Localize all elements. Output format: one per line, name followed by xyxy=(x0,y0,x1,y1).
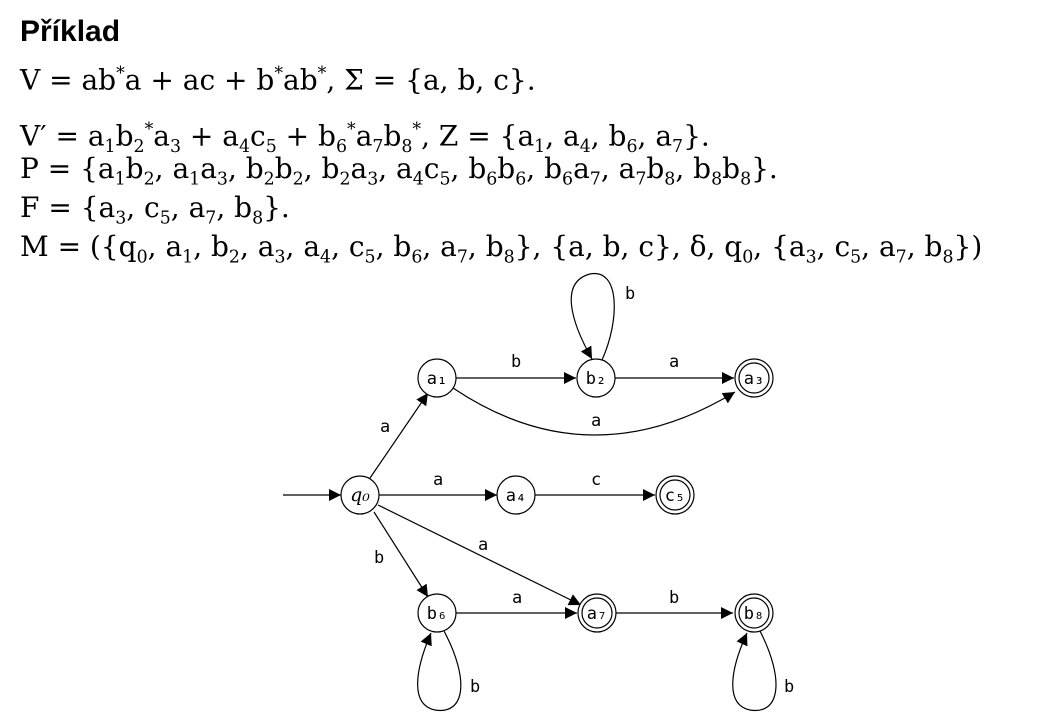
edge-label-b8-b8: b xyxy=(784,677,794,697)
state-b2: b₂ xyxy=(576,358,616,398)
state-b6: b₆ xyxy=(417,593,457,633)
state-a1: a₁ xyxy=(417,358,457,398)
edge-label-a1-a3: a xyxy=(591,411,601,431)
edge-label-q0-a7: a xyxy=(478,535,488,555)
state-label-b6: b₆ xyxy=(427,604,447,624)
state-label-a4: a₄ xyxy=(506,486,526,506)
edge-label-a1-b2: b xyxy=(511,352,521,372)
page-title: Příklad xyxy=(20,15,121,48)
state-label-c5: c₅ xyxy=(665,486,685,506)
state-label-a3: a₃ xyxy=(744,369,764,389)
state-label-a7: a₇ xyxy=(587,604,607,624)
formula-regex-v: V = ab*a + ac + b*ab*, Σ = {a, b, c}. xyxy=(20,63,536,97)
edge-b2-b2 xyxy=(570,273,615,361)
edge-label-q0-b6: b xyxy=(374,548,384,568)
edge-label-b6-b6: b xyxy=(470,677,480,697)
state-q0: q₀ xyxy=(340,475,380,515)
edge-label-q0-a4: a xyxy=(433,470,443,490)
state-a4: a₄ xyxy=(496,475,536,515)
edge-label-a7-b8: b xyxy=(669,588,679,608)
state-a3: a₃ xyxy=(734,358,774,398)
formula-automaton-m: M = ({q0, a1, b2, a3, a4, c5, b6, a7, b8… xyxy=(20,230,983,268)
edge-label-q0-a1: a xyxy=(380,417,390,437)
formula-set-f: F = {a3, c5, a7, b8}. xyxy=(20,191,290,229)
edge-q0-a1 xyxy=(369,392,429,479)
edge-b8-b8 xyxy=(732,630,777,711)
edge-label-a4-c5: c xyxy=(591,470,601,490)
state-label-b8: b₈ xyxy=(744,604,764,624)
edge-b6-b6 xyxy=(417,630,462,712)
edge-a1-a3 xyxy=(452,387,736,436)
state-label-a1: a₁ xyxy=(427,369,447,389)
state-label-q0: q₀ xyxy=(350,484,370,506)
edge-label-b2-a3: a xyxy=(669,352,679,372)
state-c5: c₅ xyxy=(655,475,695,515)
edge-q0-b6 xyxy=(373,511,429,598)
edge-label-b6-a7: a xyxy=(512,588,522,608)
formula-set-p: P = {a1b2, a1a3, b2b2, b2a3, a4c5, b6b6,… xyxy=(20,152,778,190)
state-b8: b₈ xyxy=(734,593,774,633)
edge-q0-a7 xyxy=(377,504,582,606)
edge-label-b2-b2: b xyxy=(625,284,635,304)
state-a7: a₇ xyxy=(577,593,617,633)
formula-regex-v-prime: V′ = a1b2*a3 + a4c5 + b6*a7b8*, Z = {a1,… xyxy=(20,119,710,157)
state-label-b2: b₂ xyxy=(586,369,606,389)
